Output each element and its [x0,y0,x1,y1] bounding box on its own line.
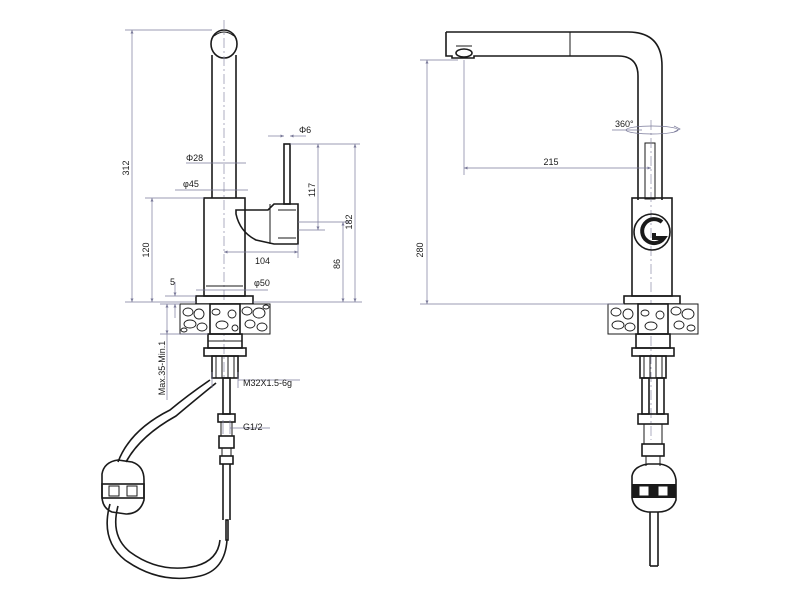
front-view: 280 215 360° [415,31,699,567]
thread-m32-label: M32X1.5-6g [243,378,292,388]
front-countertop-section [607,303,699,335]
dim-5-label: 5 [170,277,175,287]
dim-86-label: 86 [332,259,342,269]
dim-280-label: 280 [415,242,425,257]
inlet-hose [217,377,236,520]
dim-182-label: 182 [344,214,354,229]
dim-312-label: 312 [121,160,131,175]
side-dimensions [125,29,362,434]
thread-g12-label: G1/2 [243,422,263,432]
dim-215-label: 215 [543,157,558,167]
dim-max35-label: Max.35-Min.1 [157,341,167,396]
front-dimensions [420,59,681,305]
front-hose-weight [631,463,677,567]
dim-117-label: 117 [307,183,317,197]
mounting-hardware [203,333,247,379]
front-base-flange [623,295,681,305]
front-body [631,197,673,297]
front-spout [445,31,663,200]
dim-phi50-label: φ50 [254,278,270,288]
rotation-360-label: 360° [615,119,634,129]
pull-out-hose [106,379,229,580]
dim-phi6-label: Φ6 [299,125,311,135]
dim-phi28-label: Φ28 [186,153,203,163]
base-flange [195,295,254,305]
front-mounting-hardware [631,333,675,466]
dim-phi45-label: φ45 [183,179,199,189]
dim-104-label: 104 [255,256,270,266]
hose-weight [101,459,145,515]
side-view: 312 120 5 Max.35-Min.1 Φ28 φ45 Φ6 117 18… [101,20,362,580]
countertop-section [179,303,271,335]
lever-handle [235,143,299,245]
dim-120-label: 120 [141,242,151,257]
faucet-body [203,197,246,297]
